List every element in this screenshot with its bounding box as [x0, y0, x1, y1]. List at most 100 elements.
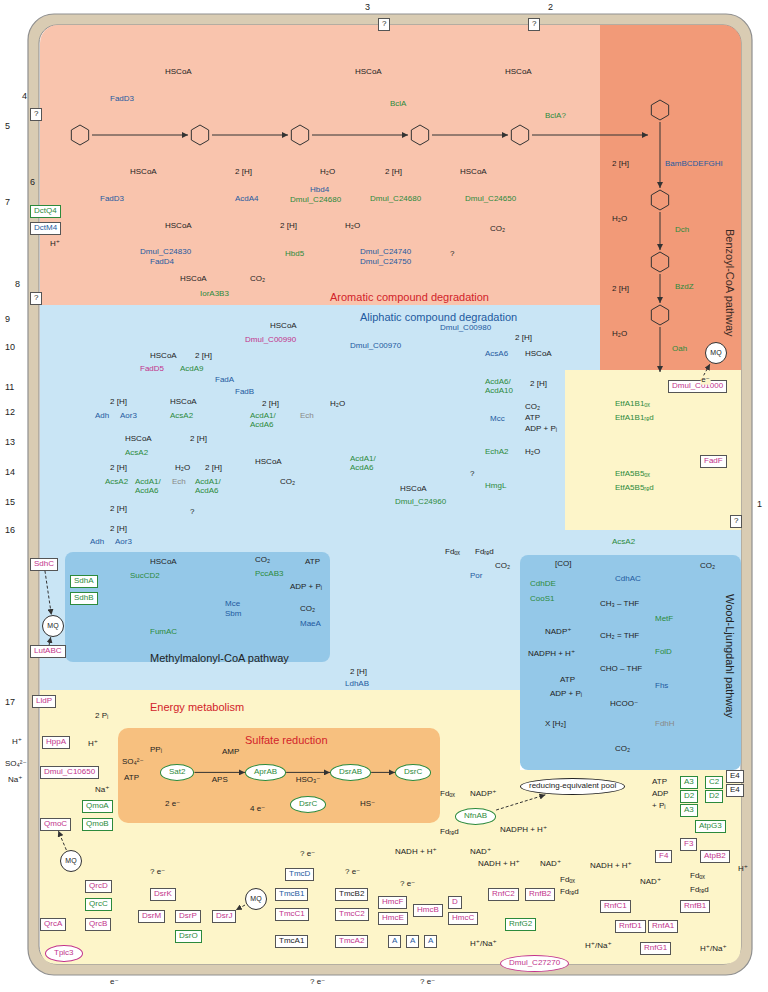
- node-label: F3: [684, 840, 693, 849]
- node-label: Dmul_C10650: [44, 768, 95, 777]
- node-label: D: [452, 898, 458, 907]
- node-label: Tplc3: [54, 949, 74, 958]
- protein-box: AtpG3: [695, 820, 726, 833]
- region-title: Benzoyl-CoA pathway: [724, 229, 736, 337]
- node-label: ?: [34, 294, 38, 303]
- region-title: Sulfate reduction: [245, 734, 328, 746]
- protein-box: F4: [655, 850, 672, 863]
- protein-box: RnfB1: [680, 900, 710, 913]
- node-label: A3: [684, 778, 694, 787]
- menaquinone-circle: MQ: [60, 850, 82, 872]
- node-label: TmcC1: [279, 910, 305, 919]
- protein-box: QmoA: [82, 800, 113, 813]
- protein-box: ?: [528, 18, 540, 31]
- node-label: NfnAB: [464, 812, 487, 821]
- node-label: QrcD: [89, 882, 108, 891]
- protein-box: QmoC: [40, 818, 71, 831]
- node-label: FadF: [704, 457, 723, 466]
- node-label: DsrK: [154, 890, 172, 899]
- arrow-connector: [371, 772, 395, 773]
- node-label: TmcA2: [339, 937, 364, 946]
- node-label: Dmul_C27270: [509, 959, 560, 968]
- protein-box: RnfB2: [525, 888, 555, 901]
- node-label: DsrC: [404, 768, 422, 777]
- protein-box: D2: [680, 790, 698, 803]
- node-label: ?: [34, 110, 38, 119]
- node-label: E4: [730, 786, 740, 795]
- protein-box: DsrO: [175, 930, 202, 943]
- protein-box: DsrM: [138, 910, 165, 923]
- protein-box: SdhC: [30, 558, 58, 571]
- region-title: Aromatic compound degradation: [330, 291, 489, 303]
- protein-box: DsrK: [150, 888, 176, 901]
- protein-box: A: [388, 935, 401, 948]
- region-title: Energy metabolism: [150, 701, 244, 713]
- protein-box: D: [448, 896, 462, 909]
- node-label: reducing-equivalent pool: [529, 782, 616, 791]
- protein-box: E4: [726, 784, 744, 797]
- node-label: MQ: [65, 857, 76, 865]
- protein-box: HmcB: [413, 904, 443, 917]
- node-label: A3: [684, 806, 694, 815]
- edge-label: APS: [211, 776, 229, 785]
- menaquinone-circle: MQ: [245, 888, 267, 910]
- pathway-region: Aromatic compound degradation: [40, 25, 600, 305]
- protein-box: TmcA2: [335, 935, 368, 948]
- node-label: QmoB: [86, 820, 109, 829]
- region-title: Methylmalonyl-CoA pathway: [150, 652, 289, 664]
- menaquinone-circle: MQ: [705, 342, 727, 364]
- protein-box: Dmul_C01000: [668, 380, 727, 393]
- node-label: ?: [532, 20, 536, 29]
- node-label: DctQ4: [34, 207, 57, 216]
- node-label: Dmul_C01000: [672, 382, 723, 391]
- protein-box: AtpB2: [700, 850, 730, 863]
- protein-box: RnfG2: [505, 918, 536, 931]
- protein-box: E4: [726, 770, 744, 783]
- protein-box: HppA: [42, 736, 70, 749]
- node-label: QrcA: [44, 920, 62, 929]
- node-label: RnfG2: [509, 920, 532, 929]
- node-label: RnfB1: [684, 902, 706, 911]
- protein-box: HmcF: [378, 896, 407, 909]
- node-label: TmcC2: [339, 910, 365, 919]
- node-label: DsrO: [179, 932, 198, 941]
- protein-box: DctQ4: [30, 205, 61, 218]
- enzyme-ellipse: DsrC: [290, 796, 326, 813]
- protein-box: ?: [378, 18, 390, 31]
- node-label: D2: [684, 792, 694, 801]
- protein-box: TmcD: [285, 868, 314, 881]
- protein-box: SdhB: [70, 592, 98, 605]
- protein-box: RnfC2: [488, 888, 519, 901]
- pathway-region: Benzoyl-CoA pathway: [600, 25, 741, 370]
- node-label: MQ: [710, 349, 721, 357]
- protein-box: DsrP: [175, 910, 201, 923]
- menaquinone-circle: MQ: [42, 615, 64, 637]
- protein-box: RnfG1: [640, 942, 671, 955]
- protein-box: RnfA1: [648, 920, 678, 933]
- node-label: DsrJ: [216, 912, 232, 921]
- protein-box: A3: [680, 776, 698, 789]
- node-label: A: [428, 937, 433, 946]
- protein-box: QmoB: [82, 818, 113, 831]
- node-label: E4: [730, 772, 740, 781]
- node-label: Sat2: [169, 768, 185, 777]
- node-label: RnfG1: [644, 944, 667, 953]
- node-label: AtpG3: [699, 822, 722, 831]
- node-label: D2: [709, 792, 719, 801]
- node-label: RnfA1: [652, 922, 674, 931]
- pathway-region: Sulfate reductionSat2AprABDsrABDsrCDsrC: [118, 728, 440, 823]
- protein-box: RnfD1: [615, 920, 646, 933]
- node-label: A: [392, 937, 397, 946]
- node-label: RnfB2: [529, 890, 551, 899]
- node-label: HmcF: [382, 898, 403, 907]
- protein-box: QrcD: [85, 880, 112, 893]
- protein-box: F3: [680, 838, 697, 851]
- protein-box: TmcC2: [335, 908, 369, 921]
- protein-box: A3: [680, 804, 698, 817]
- node-label: ?: [382, 20, 386, 29]
- protein-box: TmcC1: [275, 908, 309, 921]
- protein-box: D2: [705, 790, 723, 803]
- protein-box: FadF: [700, 455, 727, 468]
- edge-label: HSO₃⁻: [295, 776, 322, 785]
- protein-box: Dmul_C10650: [40, 766, 99, 779]
